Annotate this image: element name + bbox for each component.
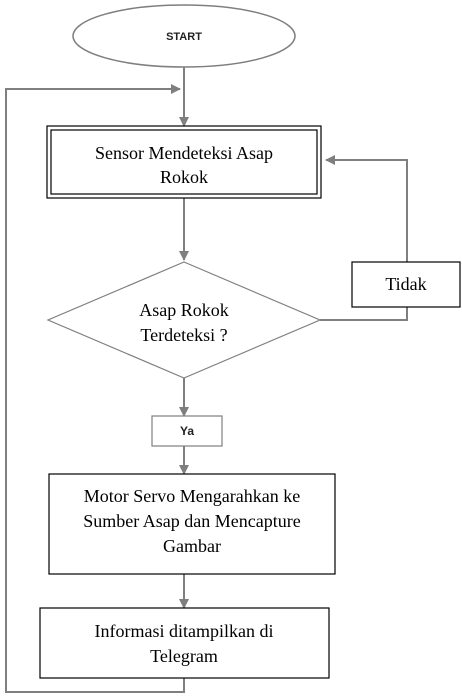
decision-diamond: Asap Rokok Terdeteksi ? [46,261,322,379]
start-label: START [166,31,202,43]
sensor-box-inner [50,129,318,195]
arrow-no-loop [320,155,408,321]
sensor-text-line2: Rokok [160,167,208,187]
yes-label-box: Ya [151,415,223,447]
no-label-box: Tidak [351,261,461,308]
telegram-text-line2: Telegram [150,646,218,666]
decision-text-line1: Asap Rokok [139,300,229,320]
sensor-process-box: Sensor Mendeteksi Asap Rokok [46,125,322,199]
sensor-text-line1: Sensor Mendeteksi Asap [95,143,273,163]
telegram-box-rect [39,607,330,679]
yes-label-text: Ya [180,424,194,438]
telegram-process-box: Informasi ditampilkan di Telegram [39,607,330,679]
servo-process-box: Motor Servo Mengarahkan ke Sumber Asap d… [48,473,336,575]
start-terminal: START [72,4,296,68]
decision-text-line2: Terdeteksi ? [140,325,227,345]
arrow-outer-loop [5,84,185,693]
no-label-text: Tidak [385,274,426,294]
servo-text-line3: Gambar [163,536,221,556]
servo-text-line2: Sumber Asap dan Mencapture [83,511,300,531]
telegram-text-line1: Informasi ditampilkan di [95,621,274,641]
start-ellipse [72,4,296,68]
servo-text-line1: Motor Servo Mengarahkan ke [84,486,300,506]
no-label-rect [351,261,461,308]
decision-shape [46,261,322,379]
connectors [5,66,408,693]
sensor-box-outer [46,125,322,199]
servo-box-rect [48,473,336,575]
yes-label-rect [151,415,223,447]
